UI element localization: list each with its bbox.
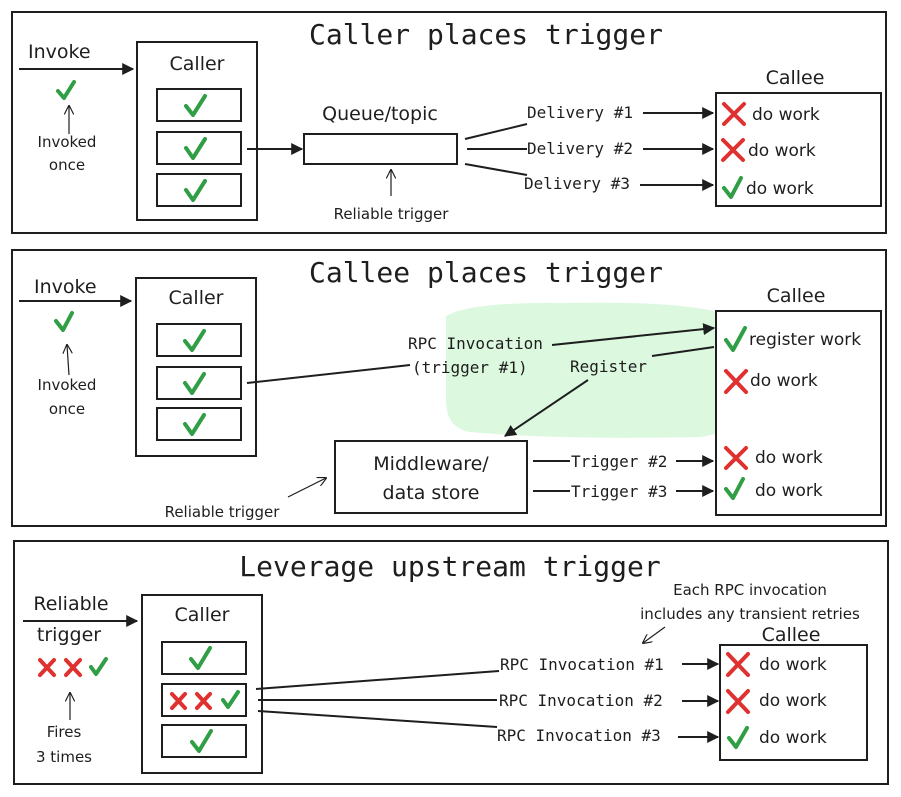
register-label: Register xyxy=(570,357,647,376)
panel-leverage-upstream-trigger: Leverage upstream trigger Reliable trigg… xyxy=(13,540,889,785)
cross-icon xyxy=(38,658,56,677)
annotation-text: Each RPC invocation xyxy=(673,581,827,599)
invocation-label: RPC Invocation #1 xyxy=(500,655,664,674)
check-icon xyxy=(56,80,76,100)
callee-label: Callee xyxy=(766,67,825,89)
fires-note: Fires xyxy=(47,723,82,741)
check-icon xyxy=(727,726,749,749)
caller-label: Caller xyxy=(175,604,230,626)
trigger-label: Trigger #2 xyxy=(571,452,667,471)
callee-work: do work xyxy=(746,179,814,199)
rpc-label: (trigger #1) xyxy=(412,358,528,377)
register-highlight xyxy=(446,302,749,438)
check-icon xyxy=(722,176,743,199)
cross-icon xyxy=(721,138,745,162)
input-label: Reliable xyxy=(33,593,108,615)
callee-work: register work xyxy=(749,330,861,350)
check-icon xyxy=(89,657,108,676)
callee-work: do work xyxy=(759,691,827,711)
invoked-note: once xyxy=(49,156,85,174)
callee-work: do work xyxy=(755,448,823,468)
cross-icon xyxy=(195,692,212,710)
panel-caller-places-trigger: Caller places trigger Invoke Invoked onc… xyxy=(11,11,887,234)
annotation-text: includes any transient retries xyxy=(640,605,860,623)
trigger-label: Trigger #3 xyxy=(571,482,667,501)
cross-icon xyxy=(722,102,746,126)
callee-box xyxy=(719,644,868,761)
callee-work: do work xyxy=(750,371,818,391)
callee-label: Callee xyxy=(762,624,821,646)
register-arrow xyxy=(504,379,589,437)
panel-frame xyxy=(11,249,887,527)
cross-icon xyxy=(170,692,187,710)
callee-work: do work xyxy=(759,728,827,748)
check-icon xyxy=(724,477,745,500)
callee-work: do work xyxy=(748,141,816,161)
middleware-label: data store xyxy=(383,482,480,504)
callee-work: do work xyxy=(759,655,827,675)
check-icon xyxy=(183,329,206,352)
invoke-label: Invoke xyxy=(34,276,97,298)
delivery-label: Delivery #1 xyxy=(527,103,633,122)
panel-title: Callee places trigger xyxy=(309,256,663,289)
delivery-line xyxy=(464,163,528,176)
caller-label: Caller xyxy=(170,53,225,75)
delivery-label: Delivery #3 xyxy=(524,174,630,193)
rpc-label: RPC Invocation xyxy=(408,334,543,353)
cross-icon xyxy=(726,652,750,677)
invoked-note: Invoked xyxy=(38,133,97,151)
rpc-arrow xyxy=(551,323,716,346)
invocation-line xyxy=(255,670,500,690)
invocation-line xyxy=(257,710,498,728)
check-icon xyxy=(190,729,213,753)
panel-callee-places-trigger: Callee places trigger Invoke Invoked onc… xyxy=(11,249,887,527)
delivery-label: Delivery #2 xyxy=(527,139,633,158)
check-icon xyxy=(221,690,240,709)
store-note: Reliable trigger xyxy=(165,503,281,521)
check-icon xyxy=(184,137,207,160)
middleware-label: Middleware/ xyxy=(373,453,489,475)
cross-icon xyxy=(724,369,748,394)
cross-icon xyxy=(726,689,750,714)
check-icon xyxy=(184,94,207,117)
panel-title: Caller places trigger xyxy=(309,18,663,51)
check-icon xyxy=(183,413,206,436)
fires-note: 3 times xyxy=(36,748,92,766)
queue-box xyxy=(303,133,458,165)
panel-frame xyxy=(13,540,889,785)
callee-work: do work xyxy=(752,105,820,125)
invocation-label: RPC Invocation #3 xyxy=(497,726,661,745)
caller-label: Caller xyxy=(169,287,224,309)
check-icon xyxy=(189,646,212,670)
callee-label: Callee xyxy=(767,285,826,307)
queue-label: Queue/topic xyxy=(322,103,438,125)
check-icon xyxy=(183,372,206,395)
callee-work: do work xyxy=(755,481,823,501)
panel-frame xyxy=(11,11,887,234)
invoke-label: Invoke xyxy=(28,41,91,63)
middleware-box xyxy=(334,440,528,514)
invocation-label: RPC Invocation #2 xyxy=(499,691,663,710)
pointer-arrow xyxy=(287,478,326,498)
pointer-arrow xyxy=(643,626,666,643)
invoked-note: Invoked xyxy=(38,376,97,394)
caller-step xyxy=(156,323,242,357)
check-icon xyxy=(184,179,207,202)
callee-box xyxy=(715,92,882,207)
pointer-arrow xyxy=(67,345,69,376)
delivery-line xyxy=(464,123,528,140)
check-icon xyxy=(724,326,747,352)
cross-icon xyxy=(724,446,748,470)
rpc-line xyxy=(246,364,411,384)
panel-title: Leverage upstream trigger xyxy=(239,550,660,583)
invoked-note: once xyxy=(49,400,85,418)
queue-note: Reliable trigger xyxy=(334,205,450,223)
cross-icon xyxy=(64,658,82,677)
check-icon xyxy=(54,311,74,332)
input-label: trigger xyxy=(37,624,101,646)
register-line xyxy=(651,346,715,357)
